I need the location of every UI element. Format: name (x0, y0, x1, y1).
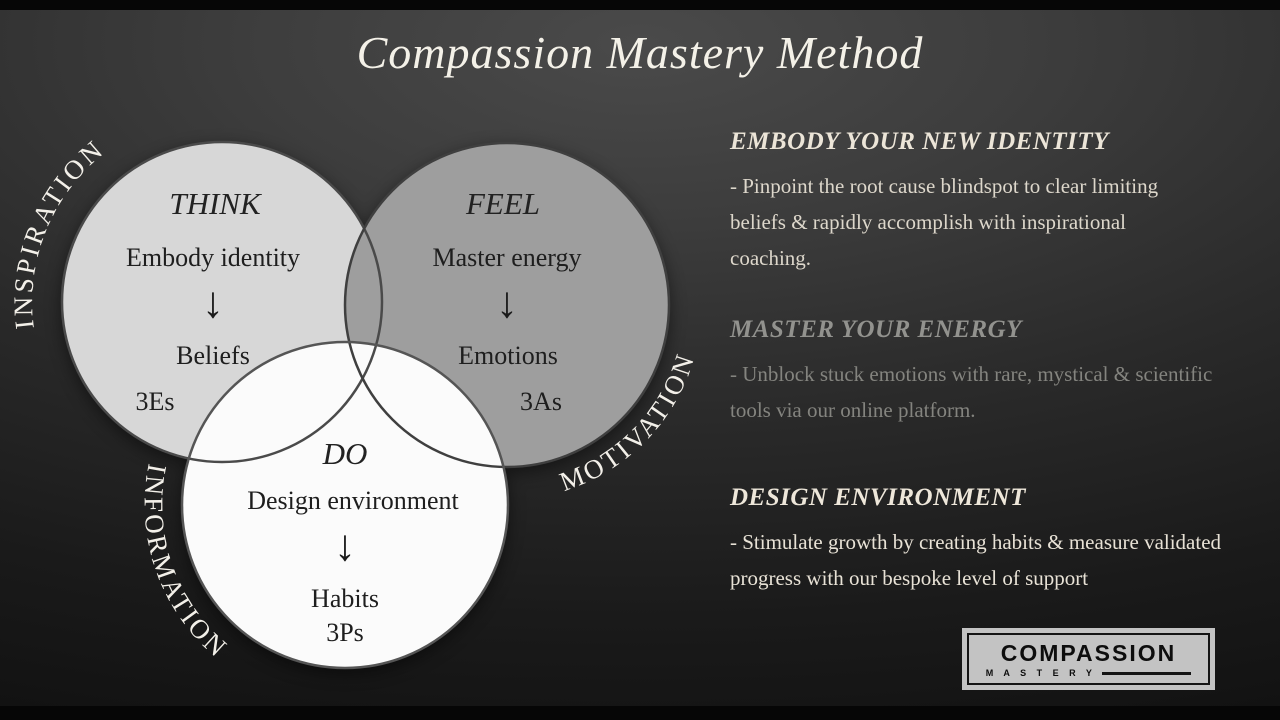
section-body-design-environment: - Stimulate growth by creating habits & … (730, 530, 1222, 590)
think-bottom-label: Beliefs (176, 341, 250, 370)
think-circle-outline (60, 140, 384, 464)
section-heading-master-energy: MASTER YOUR ENERGY (730, 316, 1022, 343)
feel-top-label: Master energy (432, 243, 582, 272)
section-body-embody-identity: - Pinpoint the root cause blindspot to c… (730, 174, 1159, 270)
do-circle-outline (180, 340, 510, 670)
logo-wordmark: COMPASSION (1000, 640, 1177, 666)
logo-frame: COMPASSION M A S T E R Y (967, 633, 1210, 685)
think-badge: 3Es (135, 387, 175, 416)
do-circle (182, 342, 508, 668)
logo-rule (1101, 671, 1192, 675)
section-heading-embody-identity: EMBODY YOUR NEW IDENTITY (730, 128, 1109, 155)
section-heading-design-environment: DESIGN ENVIRONMENT (730, 484, 1026, 511)
do-title: DO (322, 436, 368, 471)
feel-circle-outline (343, 141, 671, 469)
section-body-master-energy: - Unblock stuck emotions with rare, myst… (730, 362, 1213, 422)
compassion-mastery-logo: COMPASSION M A S T E R Y (962, 628, 1215, 690)
logo-subline-row: M A S T E R Y (986, 668, 1192, 678)
do-top-label: Design environment (247, 486, 459, 515)
top-letterbox-bar (0, 0, 1280, 10)
do-down-arrow-icon: ↓ (334, 521, 356, 570)
feel-title: FEEL (465, 186, 541, 221)
think-top-label: Embody identity (125, 243, 301, 272)
do-badge: 3Ps (326, 618, 364, 647)
page-title: Compassion Mastery Method (356, 27, 924, 78)
think-down-arrow-icon: ↓ (202, 278, 224, 327)
bottom-letterbox-bar (0, 706, 1280, 720)
feel-badge: 3As (520, 387, 562, 416)
venn-circles (60, 140, 671, 670)
think-title: THINK (169, 186, 261, 221)
do-bottom-label: Habits (311, 584, 379, 613)
feel-down-arrow-icon: ↓ (496, 278, 518, 327)
feel-bottom-label: Emotions (458, 341, 558, 370)
logo-subline: M A S T E R Y (985, 668, 1096, 678)
